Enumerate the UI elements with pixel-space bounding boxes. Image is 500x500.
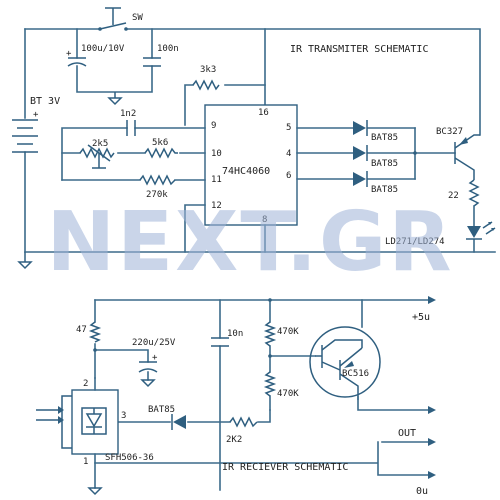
tx-osc-top <box>61 127 206 181</box>
resistor-2k2 <box>229 416 258 428</box>
label-pin2: 2 <box>83 379 88 389</box>
pin10-label: 10 <box>211 149 222 159</box>
label-cap-10n: 10n <box>227 329 243 339</box>
rx-220u-wire <box>94 349 149 381</box>
label-sw: SW <box>132 13 143 23</box>
bc516-internal <box>315 339 363 400</box>
label-led: LD271/LD274 <box>385 237 445 247</box>
pin16-label: 16 <box>258 108 269 118</box>
label-r-47: 47 <box>76 325 87 335</box>
pin4-label: 4 <box>286 149 291 159</box>
cap-220u: + <box>138 353 158 373</box>
label-diode-2: BAT85 <box>371 159 398 169</box>
rx-title: IR RECIEVER SCHEMATIC <box>222 462 348 473</box>
ground-symbol-rx-cap <box>140 379 156 388</box>
rx-signal-wire <box>117 409 271 423</box>
pin9-label: 9 <box>211 121 216 131</box>
label-sensor: SFH506-36 <box>105 453 154 463</box>
ic-74hc4060 <box>204 104 298 226</box>
transistor-bc516 <box>309 326 381 398</box>
pin12-label: 12 <box>211 201 222 211</box>
resistor-47 <box>88 321 102 343</box>
ground-symbol-caps <box>107 92 123 106</box>
resistor-470k-1 <box>263 321 277 347</box>
label-r-2k2: 2K2 <box>226 435 242 445</box>
pin11-label: 11 <box>211 175 222 185</box>
resistor-270k <box>139 174 176 186</box>
label-cap2: 100n <box>157 44 179 54</box>
label-r-270k: 270k <box>146 190 168 200</box>
arrow-output-mid <box>428 406 436 414</box>
label-ic: 74HC4060 <box>222 166 270 177</box>
tx-pin12-wire <box>184 204 206 253</box>
label-out: OUT <box>398 428 416 439</box>
diode-bat85-rx <box>171 414 186 430</box>
diode-bat85-1 <box>296 120 416 136</box>
battery-bt: + <box>12 110 39 153</box>
ground-symbol-tx <box>17 252 33 270</box>
label-bc516: BC516 <box>342 369 369 379</box>
label-pin1: 1 <box>83 457 88 467</box>
resistor-22 <box>468 179 480 207</box>
diode-bat85-3 <box>296 171 416 187</box>
transistor-bc327 <box>454 134 480 180</box>
pin5-label: 5 <box>286 123 291 133</box>
pin6-label: 6 <box>286 171 291 181</box>
tx-title: IR TRANSMITER SCHEMATIC <box>290 44 428 55</box>
label-cap1: 100u/10V <box>81 44 125 54</box>
resistor-5k6 <box>144 147 178 159</box>
tx-cap-branch <box>76 28 153 93</box>
transmitter-circuit: SW + BT 3V + 100u/10V 100n <box>12 7 496 270</box>
label-battery: BT 3V <box>30 96 60 107</box>
label-pin3: 3 <box>121 411 126 421</box>
receiver-circuit: +5u 47 + 220u/25V 10n 470K 470K <box>36 296 436 497</box>
ir-sensor-sfh506 <box>36 389 119 455</box>
cap-100n <box>143 57 161 67</box>
label-diode-3: BAT85 <box>371 185 398 195</box>
arrow-out <box>428 438 436 446</box>
label-r-5k6: 5k6 <box>152 138 168 148</box>
watermark-text: NEXT.GR <box>47 195 454 290</box>
ground-symbol-rx <box>87 487 103 496</box>
label-r-3k3: 3k3 <box>200 65 216 75</box>
label-diode-rx: BAT85 <box>148 405 175 415</box>
label-bc327: BC327 <box>436 127 463 137</box>
tx-3k3-wire <box>184 84 266 126</box>
resistor-3k3 <box>192 79 220 91</box>
pin8-label: 8 <box>262 215 267 225</box>
svg-text:+: + <box>152 353 158 363</box>
cap-10n <box>211 337 229 347</box>
label-diode-1: BAT85 <box>371 133 398 143</box>
resistor-470k-2 <box>263 371 277 397</box>
rx-bc516-out <box>357 396 429 411</box>
label-zero: 0u <box>416 486 428 497</box>
pot-2k5 <box>79 147 115 159</box>
cap-100u: + <box>66 49 87 67</box>
arrow-plus5 <box>428 296 436 304</box>
rx-junction <box>94 441 429 476</box>
diode-bat85-2 <box>296 145 416 161</box>
tx-top-rail <box>24 28 481 136</box>
label-r-470k-2: 470K <box>277 389 299 399</box>
led-ld271 <box>466 221 496 240</box>
label-cap-220u: 220u/25V <box>132 338 176 348</box>
label-cap-osc: 1n2 <box>120 109 136 119</box>
label-r-22: 22 <box>448 191 459 201</box>
label-pot: 2k5 <box>92 139 108 149</box>
label-plus5: +5u <box>412 312 430 323</box>
switch-sw <box>98 7 128 31</box>
label-r-470k-1: 470K <box>277 327 299 337</box>
arrow-zero <box>428 471 436 479</box>
cap-1n2 <box>126 120 136 136</box>
svg-text:+: + <box>66 49 72 59</box>
svg-text:+: + <box>33 110 39 120</box>
